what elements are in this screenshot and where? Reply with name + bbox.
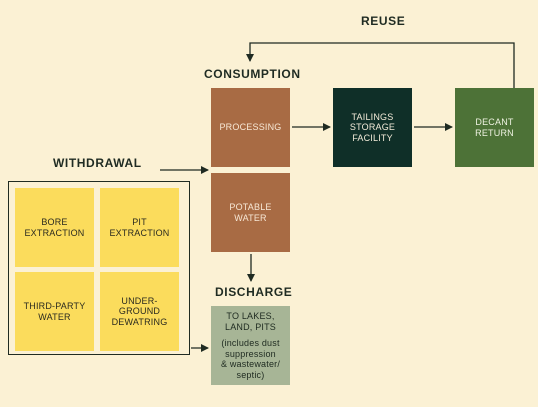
- bore-extraction-box: BORE EXTRACTION: [15, 188, 94, 267]
- tailings-storage-facility-box: TAILINGS STORAGE FACILITY: [333, 88, 412, 167]
- discharge-title: TO LAKES, LAND, PITS: [224, 311, 276, 332]
- consumption-heading: CONSUMPTION: [204, 67, 301, 81]
- decant-return-box: DECANT RETURN: [455, 88, 534, 167]
- discharge-box: TO LAKES, LAND, PITS (includes dust supp…: [211, 306, 290, 385]
- processing-box: PROCESSING: [211, 88, 290, 167]
- potable-water-box: POTABLE WATER: [211, 173, 290, 252]
- reuse-arrow: [246, 42, 515, 88]
- underground-dewatering-box: UNDER- GROUND DEWATRING: [100, 272, 179, 351]
- third-party-water-box: THIRD-PARTY WATER: [15, 272, 94, 351]
- reuse-heading: REUSE: [361, 14, 406, 28]
- pit-extraction-box: PIT EXTRACTION: [100, 188, 179, 267]
- withdrawal-frame: [8, 181, 190, 355]
- discharge-heading: DISCHARGE: [215, 285, 293, 299]
- withdrawal-heading: WITHDRAWAL: [53, 156, 142, 170]
- discharge-note: (includes dust suppression & wastewater/…: [220, 338, 281, 380]
